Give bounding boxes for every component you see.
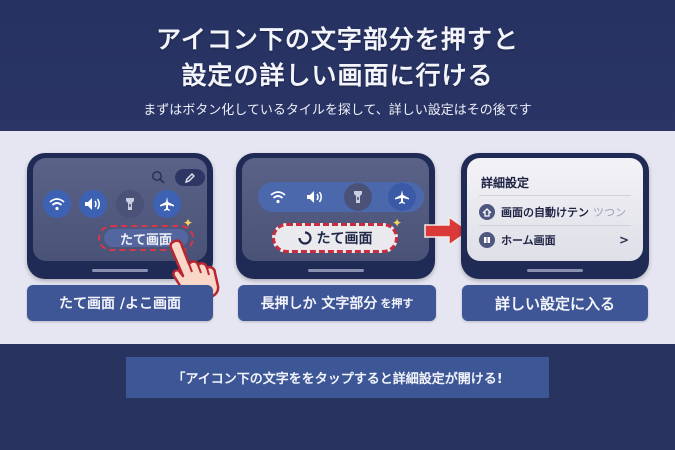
panel-row-auto-rotate[interactable]: 画面の自動けテン ツつン [479,201,629,223]
step2-device: たて画面 ✦ [236,153,435,279]
flashlight-toggle[interactable] [116,190,144,218]
flashlight-icon [126,198,134,210]
row-text: ホーム画面 [501,234,556,247]
tile-label: たて画面 [316,231,373,247]
panel-row-home-screen[interactable]: ホーム画面 > [479,229,629,251]
home-bar [92,269,148,272]
panel-title: 詳細設定 [481,176,530,190]
home-bar [527,269,583,272]
title-line-1: アイコン下の文字部分を押すと [156,25,519,54]
search-icon[interactable] [151,170,165,184]
row-faded-text: ツつン [593,206,626,219]
flashlight-icon [354,191,362,203]
edit-pencil-icon [184,172,195,183]
step2-label-suffix: を押す [380,297,414,310]
tile-label[interactable]: たて画面 [104,229,188,248]
wifi-toggle[interactable] [43,190,71,218]
step3-screen: 詳細設定 画面の自動けテン ツつン ホーム画面 > [467,158,643,261]
quick-settings-bar [258,182,424,212]
flashlight-toggle[interactable] [344,183,372,211]
tile-label-pressed[interactable]: たて画面 [272,223,398,253]
wifi-icon[interactable] [270,190,286,204]
airplane-toggle[interactable] [153,190,181,218]
step3-device: 詳細設定 画面の自動けテン ツつン ホーム画面 > [461,153,649,279]
auto-rotate-icon [479,204,495,220]
footer-note: 「アイコン下の文字ををタップすると詳細設定が開ける! [126,357,549,398]
chevron-right-icon: > [618,233,629,247]
volume-icon[interactable] [306,190,324,204]
volume-icon [85,198,100,210]
airplane-icon [395,190,409,204]
airplane-icon [160,197,174,211]
divider [479,225,631,226]
tile-label-highlight[interactable]: たて画面 [98,225,194,251]
step3-label: 詳しい設定に入る [462,285,648,321]
wifi-icon [49,198,65,211]
header-area: アイコン下の文字部分を押すと 設定の詳しい画面に行ける まずはボタン化しているタ… [0,0,675,131]
subtitle: まずはボタン化しているタイルを探して、詳しい設定はその後です [143,103,532,118]
row-text: 画面の自動けテン [501,206,589,219]
home-bar [307,269,364,272]
step1-device: たて画面 ✦ [27,153,213,279]
sparkle-icon: ✦ [392,216,403,230]
airplane-toggle[interactable] [388,183,416,211]
rotate-icon [297,231,312,245]
sparkle-icon: ✦ [183,216,194,230]
step2-label: 長押しか 文字部分 を押す [238,285,436,321]
edit-button[interactable] [175,169,205,186]
title-line-2: 設定の詳しい画面に行ける [181,61,494,90]
tap-hand-icon [169,239,220,300]
step1-label: たて画面 /よこ画面 [27,285,213,321]
home-screen-icon [479,232,495,248]
step2-label-main: 長押しか 文字部分 [260,296,378,312]
step2-screen: たて画面 ✦ [242,158,429,261]
arrow-right-icon [424,215,471,247]
volume-toggle[interactable] [79,190,107,218]
divider [479,195,631,196]
